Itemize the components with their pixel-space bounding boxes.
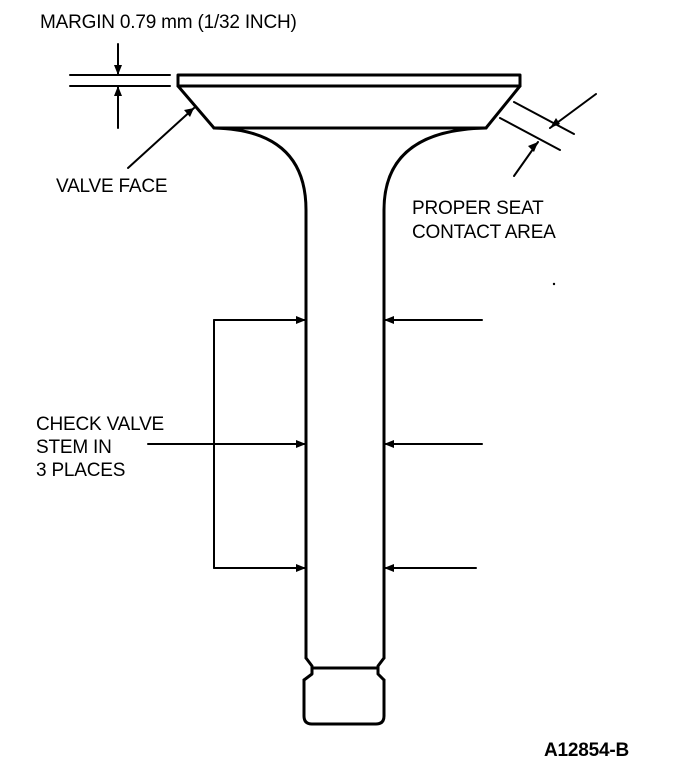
valve-stem-tip (302, 678, 386, 726)
valve-head-margin (176, 73, 522, 88)
valve-neck-and-stem (212, 126, 488, 660)
figure-id: A12854-B (544, 740, 630, 761)
speck-mark (552, 282, 556, 286)
check-stem-label-line3: 3 PLACES (36, 460, 126, 481)
valve-keeper-groove (302, 656, 386, 682)
stem-check-bracket (147, 316, 483, 572)
seat-contact-dimension (499, 93, 597, 177)
check-stem-label-line2: STEM IN (36, 437, 112, 458)
valve-face-label: VALVE FACE (56, 176, 168, 197)
proper-seat-label-line1: PROPER SEAT (412, 198, 544, 219)
check-stem-label-line1: CHECK VALVE (36, 414, 165, 435)
valve-face-cone (176, 84, 522, 130)
proper-seat-label-line2: CONTACT AREA (412, 222, 556, 243)
margin-dimension (69, 43, 171, 129)
margin-label: MARGIN 0.79 mm (1/32 INCH) (40, 12, 297, 33)
valve-face-leader (127, 107, 195, 169)
